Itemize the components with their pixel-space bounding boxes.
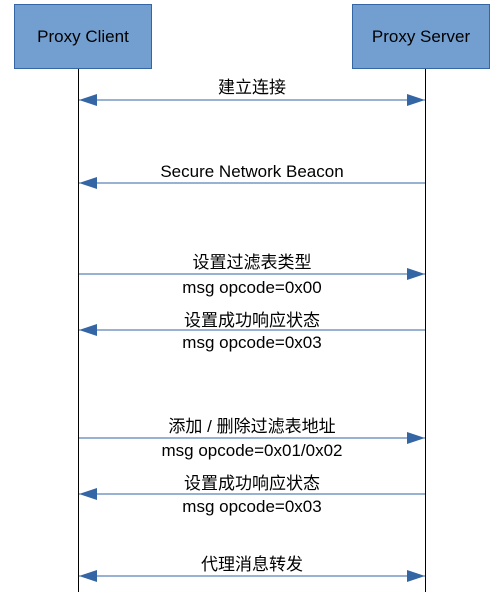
proxy-forwarding-arrow	[79, 570, 425, 582]
establish-connection-arrow	[79, 94, 425, 106]
message-label-address-status: 设置成功响应状态	[184, 474, 320, 493]
add-remove-filter-address-arrow	[79, 432, 425, 444]
message-label-filter-status: 设置成功响应状态	[184, 311, 320, 330]
message-sublabel-address-status-opcode: msg opcode=0x03	[182, 497, 322, 516]
proxy-client-lifeline	[78, 69, 79, 592]
message-sublabel-add-remove-opcode: msg opcode=0x01/0x02	[161, 441, 343, 460]
message-label-proxy-forwarding: 代理消息转发	[201, 555, 303, 574]
message-sublabel-set-filter-type-opcode: msg opcode=0x00	[182, 278, 322, 297]
participant-proxy-server-label: Proxy Server	[371, 26, 471, 46]
message-label-set-filter-type: 设置过滤表类型	[192, 253, 312, 272]
message-label-add-remove-filter-address: 添加 / 删除过滤表地址	[168, 417, 336, 436]
participant-proxy-client-label: Proxy Client	[37, 26, 129, 46]
participant-proxy-server: Proxy Server	[352, 4, 490, 69]
participant-proxy-client: Proxy Client	[14, 4, 152, 69]
message-sublabel-filter-status-opcode: msg opcode=0x03	[182, 333, 322, 352]
proxy-server-lifeline	[425, 69, 426, 592]
message-label-establish-connection: 建立连接	[218, 78, 286, 97]
set-filter-type-arrow	[79, 268, 425, 280]
message-label-secure-network-beacon: Secure Network Beacon	[160, 162, 344, 181]
filter-status-arrow	[79, 324, 425, 336]
address-status-arrow	[79, 488, 425, 500]
secure-network-beacon-arrow	[79, 177, 425, 189]
